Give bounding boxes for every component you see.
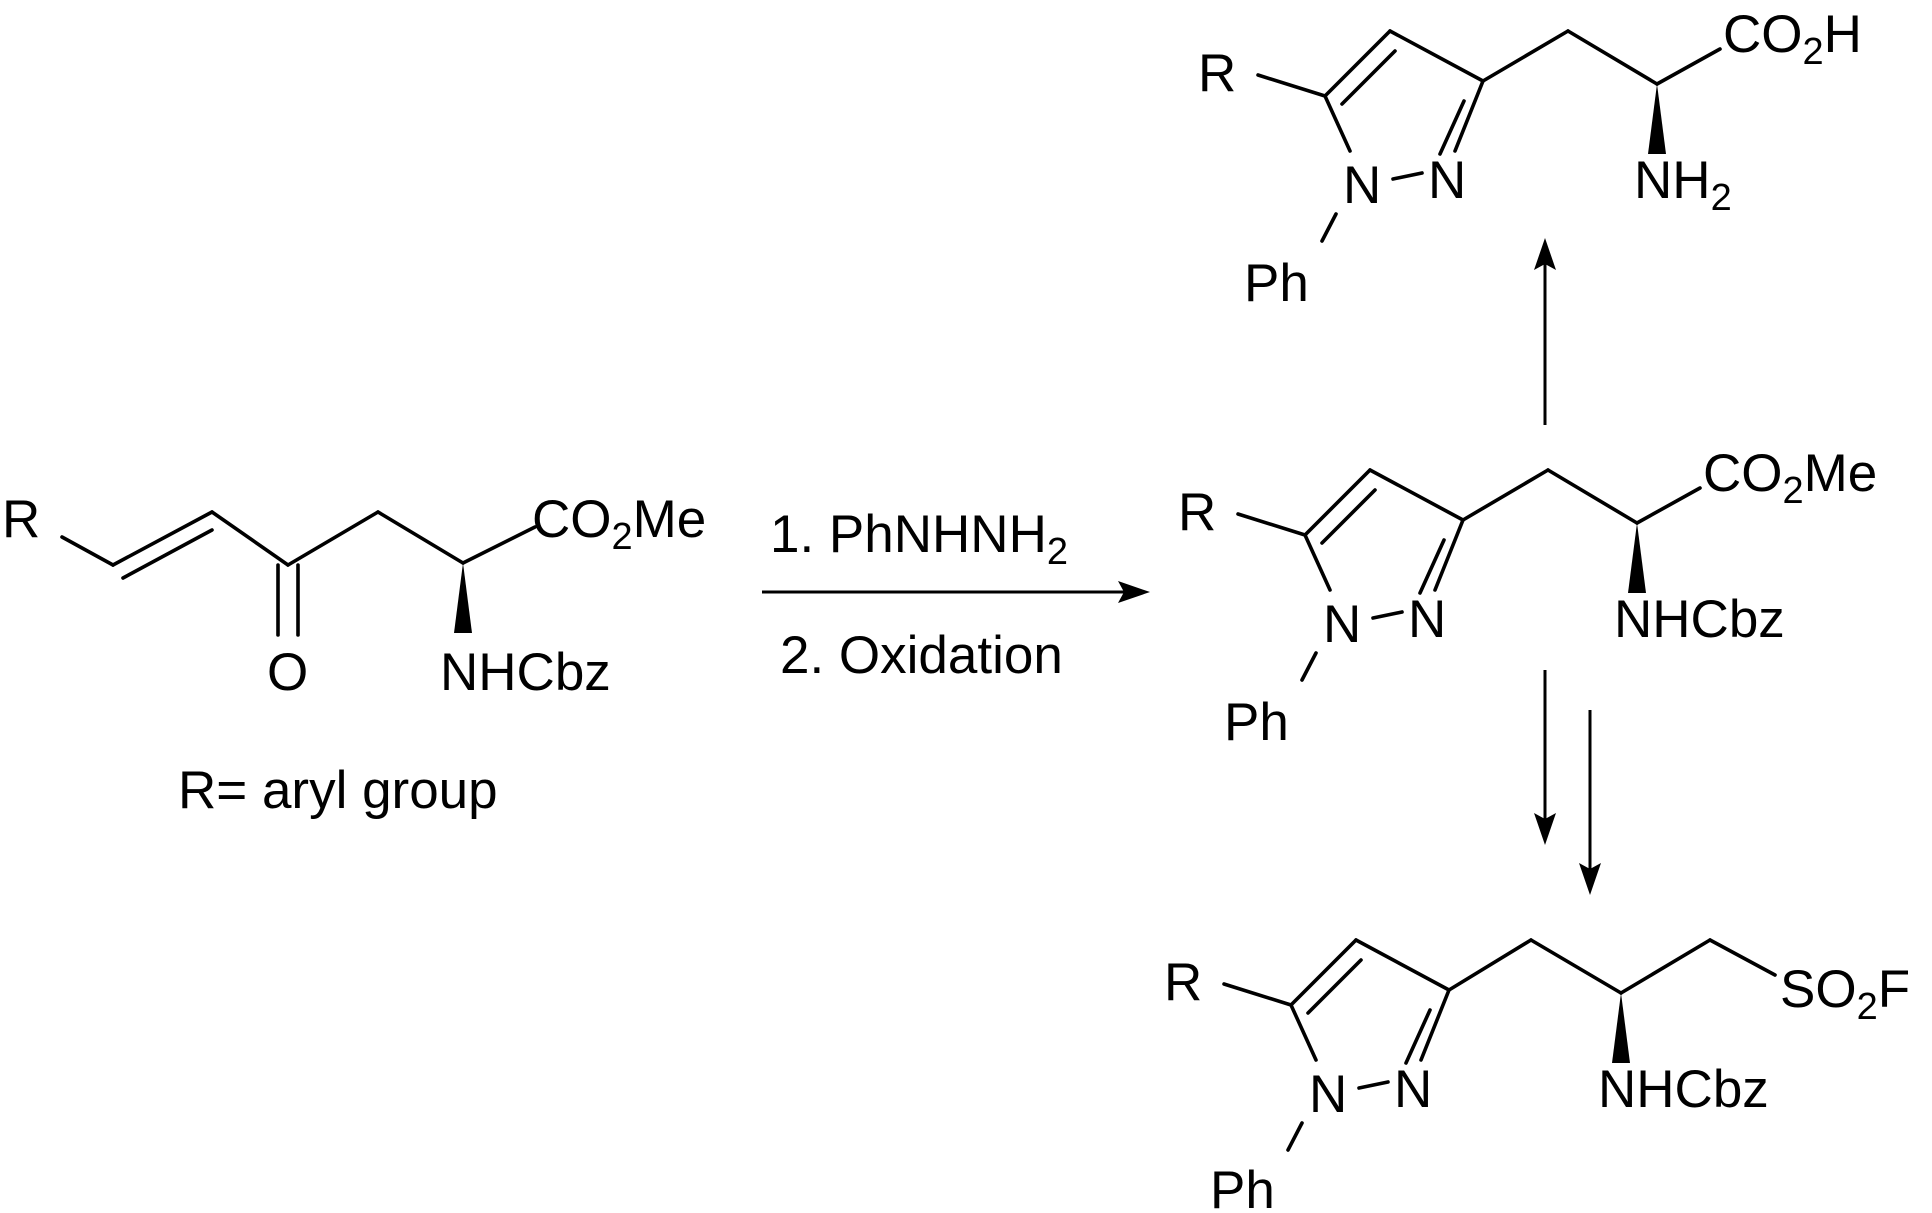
- phenyl-label: Ph: [1210, 1161, 1275, 1213]
- phenyl-label: Ph: [1244, 254, 1309, 313]
- reaction-arrow: 1. PhNHNH2 2. Oxidation: [762, 505, 1150, 685]
- reagent-step-2: 2. Oxidation: [780, 626, 1063, 685]
- arrow-to-amino-acid: [1534, 238, 1556, 425]
- starting-material: R O CO2Me NHCbz R= aryl group: [2, 490, 706, 820]
- arrows-to-sulfonyl-fluoride: [1534, 670, 1601, 895]
- amine-label: NHCbz: [1598, 1060, 1769, 1119]
- r-label: R: [2, 490, 40, 549]
- acid-label: CO2H: [1723, 5, 1862, 73]
- ring-nitrogen-1: N: [1309, 1065, 1347, 1124]
- stereo-wedge: [454, 563, 472, 633]
- pyrazolyl-amino-acid: R N N Ph CO2H NH2: [1198, 5, 1862, 313]
- r-label: R: [1178, 483, 1216, 542]
- ring-nitrogen-1: N: [1343, 156, 1381, 215]
- phenyl-label: Ph: [1224, 693, 1289, 752]
- pyrazole-ester: R N N Ph CO2Me NHCbz: [1178, 444, 1877, 752]
- carbonyl-oxygen: O: [267, 643, 308, 702]
- ester-label: CO2Me: [1703, 444, 1877, 512]
- sulfonyl-fluoride: R N N Ph SO2F NHCbz: [1164, 938, 1910, 1213]
- ester-label: CO2Me: [532, 490, 706, 558]
- ring-nitrogen-1: N: [1323, 595, 1361, 654]
- amine-label: NHCbz: [1614, 590, 1785, 649]
- sulfonyl-fluoride-label: SO2F: [1780, 960, 1910, 1028]
- reagent-step-1: 1. PhNHNH2: [770, 505, 1068, 573]
- r-label: R: [1198, 44, 1236, 103]
- amine-label: NHCbz: [440, 643, 611, 702]
- amine-label: NH2: [1634, 151, 1732, 219]
- r-definition-caption: R= aryl group: [178, 761, 498, 820]
- ring-nitrogen-2: N: [1394, 1060, 1432, 1119]
- r-label: R: [1164, 953, 1202, 1012]
- stereo-wedge: [1648, 84, 1666, 154]
- stereo-wedge: [1628, 523, 1646, 593]
- stereo-wedge: [1612, 993, 1630, 1063]
- ring-nitrogen-2: N: [1408, 590, 1446, 649]
- ring-nitrogen-2: N: [1428, 151, 1466, 210]
